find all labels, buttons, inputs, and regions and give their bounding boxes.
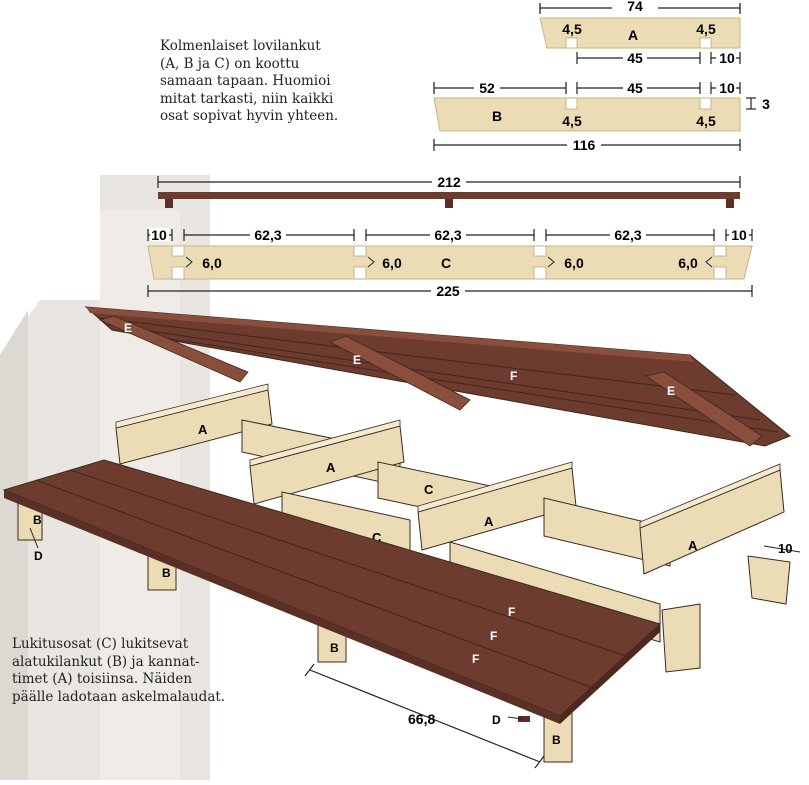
- label-e-3: E: [667, 384, 675, 398]
- bottom-line-4: päälle ladotaan askelmalaudat.: [12, 688, 226, 705]
- dim-end: 10: [778, 541, 792, 556]
- plank-c-notch2: 6,0: [382, 255, 402, 271]
- plank-c-total: 225: [436, 283, 460, 299]
- label-f-lower-1: F: [508, 605, 515, 619]
- plank-a-notch-left: 4,5: [562, 21, 582, 37]
- plank-b-drawing: 52 45 10 B 4,5 4,5 3 116: [433, 80, 770, 153]
- plank-b-height: 3: [762, 96, 770, 112]
- label-c-2: C: [372, 530, 382, 545]
- intro-line-5: osat sopivat hyvin yhteen.: [160, 108, 339, 124]
- intro-line-1: Kolmenlaiset lovilankut: [160, 38, 321, 54]
- intro-line-4: mitat tarkasti, niin kaikki: [160, 90, 334, 107]
- plank-a-gap: 45: [627, 50, 643, 66]
- plank-b-notch-left: 4,5: [562, 113, 582, 129]
- plank-c-end-left: 10: [151, 227, 167, 243]
- plank-c-end-right: 10: [731, 227, 747, 243]
- label-b-2: B: [162, 566, 171, 580]
- plank-a-notch-right: 4,5: [696, 21, 716, 37]
- board-212-length: 212: [437, 174, 461, 190]
- plank-c-drawing: 10 62,3 62,3 62,3 10 6,0: [147, 227, 753, 299]
- label-a-1: A: [198, 422, 208, 437]
- plank-a-drawing: 74 4,5 4,5 A 45 10: [539, 0, 741, 66]
- label-a-3: A: [484, 514, 494, 529]
- plank-c-notch3: 6,0: [564, 255, 584, 271]
- intro-line-2: (A, B ja C) on koottu: [160, 55, 300, 72]
- board-212-drawing: 212: [157, 174, 741, 208]
- label-f-upper: F: [510, 369, 517, 383]
- intro-line-3: samaan tapaan. Huomioi: [160, 73, 331, 89]
- plank-c-gap2: 62,3: [434, 227, 461, 243]
- label-e-2: E: [353, 353, 361, 367]
- plank-a-label: A: [628, 27, 638, 43]
- label-d-2: D: [492, 713, 501, 727]
- bottom-line-1: Lukitusosat (C) lukitsevat: [12, 636, 189, 652]
- label-f-lower-3: F: [472, 652, 479, 666]
- label-a-4: A: [688, 538, 698, 553]
- plank-b-left: 52: [479, 80, 495, 96]
- upper-step-board: E E E F: [84, 306, 791, 447]
- label-c-1: C: [424, 482, 434, 497]
- bottom-line-2: alatukilankut (B) ja kannat-: [12, 653, 200, 670]
- plank-b-notch-right: 4,5: [696, 113, 716, 129]
- lower-step-board: F F F B B B B D D 66,8: [2, 459, 661, 769]
- plank-c-gap3: 62,3: [614, 227, 641, 243]
- label-d-1: D: [34, 549, 43, 563]
- plank-b-gap: 45: [627, 80, 643, 96]
- bottom-paragraph: Lukitusosat (C) lukitsevat alatukilankut…: [12, 636, 225, 706]
- plank-a-end: 10: [719, 50, 735, 66]
- label-f-lower-2: F: [490, 629, 497, 643]
- plank-c-notch1: 6,0: [202, 255, 222, 271]
- dim-width: 66,8: [408, 711, 435, 727]
- intro-paragraph: Kolmenlaiset lovilankut (A, B ja C) on k…: [160, 38, 338, 126]
- label-b-3: B: [330, 641, 339, 655]
- label-b-4: B: [552, 733, 561, 747]
- plank-b-label: B: [492, 108, 502, 124]
- plank-c-gap1: 62,3: [254, 227, 281, 243]
- label-a-2: A: [326, 460, 336, 475]
- bottom-line-3: timet (A) toisiinsa. Näiden: [12, 671, 193, 687]
- plank-b-end: 10: [719, 80, 735, 96]
- plank-c-notch4: 6,0: [678, 255, 698, 271]
- plank-c-label: C: [441, 255, 451, 271]
- plank-b-total: 116: [573, 137, 596, 153]
- label-e-1: E: [124, 321, 132, 335]
- plank-a-total: 74: [627, 0, 643, 14]
- label-b-1: B: [33, 513, 42, 527]
